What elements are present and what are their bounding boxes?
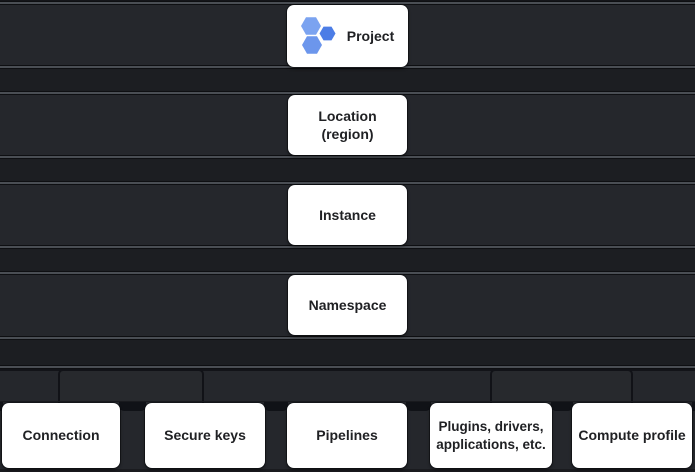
level-gap-band xyxy=(0,66,695,92)
level-gap-band xyxy=(0,337,695,366)
node-project: Project xyxy=(287,5,408,67)
container-border xyxy=(0,245,695,249)
chip-gap-shadow xyxy=(692,402,695,411)
canvas-bottom-edge xyxy=(0,469,695,472)
node-project-label: Project xyxy=(346,27,395,44)
container-border xyxy=(0,336,695,340)
node-connection: Connection xyxy=(2,403,120,468)
node-compute-profile: Compute profile xyxy=(572,403,692,468)
node-plugins-drivers-applications: Plugins, drivers, applications, etc. xyxy=(430,403,552,468)
hexagon-cluster-icon xyxy=(300,17,336,54)
container-border-project xyxy=(0,1,695,5)
level-gap-band xyxy=(0,246,695,272)
node-instance-label: Instance xyxy=(319,206,376,223)
node-pipelines: Pipelines xyxy=(287,403,407,468)
chip-gap-shadow xyxy=(551,402,573,411)
node-namespace: Namespace xyxy=(288,275,407,335)
container-border-namespace xyxy=(0,271,695,275)
container-border-inner xyxy=(0,365,695,369)
inner-area-edge xyxy=(0,369,695,371)
node-plugins-label: Plugins, drivers, applications, etc. xyxy=(436,418,546,452)
chip-gap-shadow xyxy=(119,402,146,411)
chip-gap-shadow xyxy=(264,402,288,411)
chip-gap-shadow xyxy=(0,402,3,411)
node-location-label: Location (region) xyxy=(318,107,377,142)
level-gap-band xyxy=(0,156,695,182)
node-namespace-label: Namespace xyxy=(308,296,387,313)
node-secure-keys-label: Secure keys xyxy=(164,427,246,444)
node-pipelines-label: Pipelines xyxy=(316,427,378,444)
chip-gap-shadow xyxy=(406,402,431,411)
container-border xyxy=(0,155,695,159)
node-secure-keys: Secure keys xyxy=(145,403,265,468)
node-location: Location (region) xyxy=(288,95,407,155)
container-border-instance xyxy=(0,181,695,185)
node-connection-label: Connection xyxy=(22,427,100,444)
node-compute-profile-label: Compute profile xyxy=(578,427,686,444)
node-instance: Instance xyxy=(288,185,407,245)
container-border-location xyxy=(0,91,695,95)
chip-row-shadow xyxy=(0,401,695,402)
